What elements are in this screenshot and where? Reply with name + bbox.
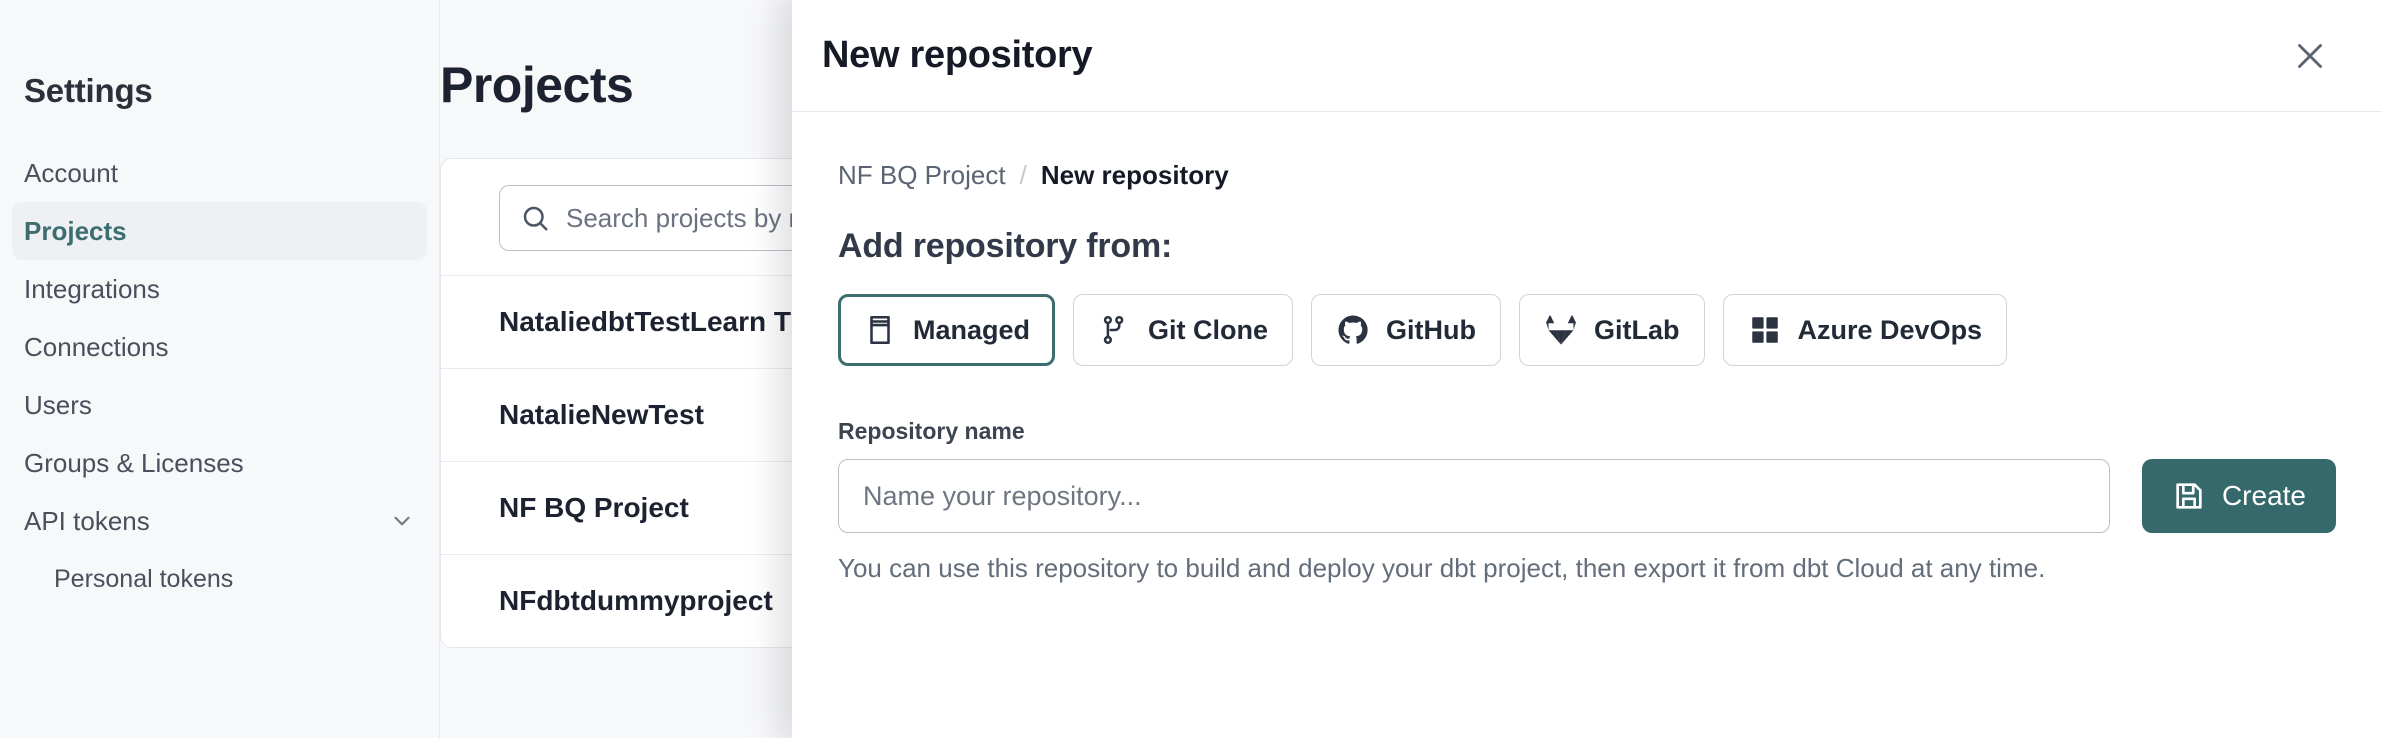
sidebar-item-api-tokens[interactable]: API tokens [12,492,427,550]
sidebar-item-projects[interactable]: Projects [12,202,427,260]
source-option-gitlab[interactable]: GitLab [1519,294,1705,366]
page-title: Projects [440,57,634,113]
sidebar-item-connections[interactable]: Connections [12,318,427,376]
github-icon [1336,313,1370,347]
breadcrumb: NF BQ Project / New repository [838,160,2336,191]
azure-devops-icon [1748,313,1782,347]
chevron-down-icon[interactable] [389,508,415,534]
repository-source-options: Managed Git Clone GitHub GitLab Azure DevOps [838,294,2336,366]
breadcrumb-separator: / [1019,160,1027,190]
sidebar-item-account[interactable]: Account [12,144,427,202]
source-option-github[interactable]: GitHub [1311,294,1502,366]
panel-body: NF BQ Project / New repository Add repos… [792,112,2382,584]
sidebar-item-label: Users [24,389,92,420]
sidebar-item-label: Connections [24,331,169,362]
sidebar-item-users[interactable]: Users [12,376,427,434]
repository-name-input[interactable] [838,459,2110,533]
search-icon [520,203,550,233]
sidebar-item-label: Groups & Licenses [24,447,244,478]
sidebar-item-integrations[interactable]: Integrations [12,260,427,318]
repository-helper-text: You can use this repository to build and… [838,553,2046,583]
breadcrumb-current: New repository [1040,160,1229,190]
source-option-label: Managed [913,314,1031,345]
repository-name-field: Repository name Create [838,418,2336,584]
source-option-label: GitHub [1386,314,1477,345]
repository-name-label: Repository name [838,418,1025,444]
source-option-git-clone[interactable]: Git Clone [1073,294,1294,366]
panel-title: New repository [822,34,1093,76]
source-option-label: GitLab [1594,314,1680,345]
close-icon[interactable] [2284,30,2336,82]
managed-repo-icon [863,313,897,347]
source-option-azure-devops[interactable]: Azure DevOps [1722,294,2008,366]
sidebar-item-groups-licenses[interactable]: Groups & Licenses [12,434,427,492]
sidebar-item-label: Personal tokens [54,564,234,593]
add-repository-from-title: Add repository from: [838,227,1173,265]
gitlab-icon [1544,313,1578,347]
sidebar-item-personal-tokens[interactable]: Personal tokens [12,550,427,608]
sidebar-item-label: Integrations [24,273,160,304]
new-repository-panel: New repository NF BQ Project / New repos… [792,0,2382,738]
source-option-label: Git Clone [1148,314,1269,345]
create-button[interactable]: Create [2141,459,2336,533]
sidebar-item-label: API tokens [24,505,150,536]
panel-header: New repository [792,0,2382,112]
source-option-label: Azure DevOps [1797,314,1983,345]
sidebar-title: Settings [24,72,153,109]
sidebar-item-label: Projects [24,215,127,246]
create-button-label: Create [2221,480,2306,511]
save-icon [2172,479,2206,513]
git-clone-icon [1098,313,1132,347]
breadcrumb-parent[interactable]: NF BQ Project [838,160,1006,190]
sidebar-item-label: Account [24,157,118,188]
source-option-managed[interactable]: Managed [838,294,1056,366]
